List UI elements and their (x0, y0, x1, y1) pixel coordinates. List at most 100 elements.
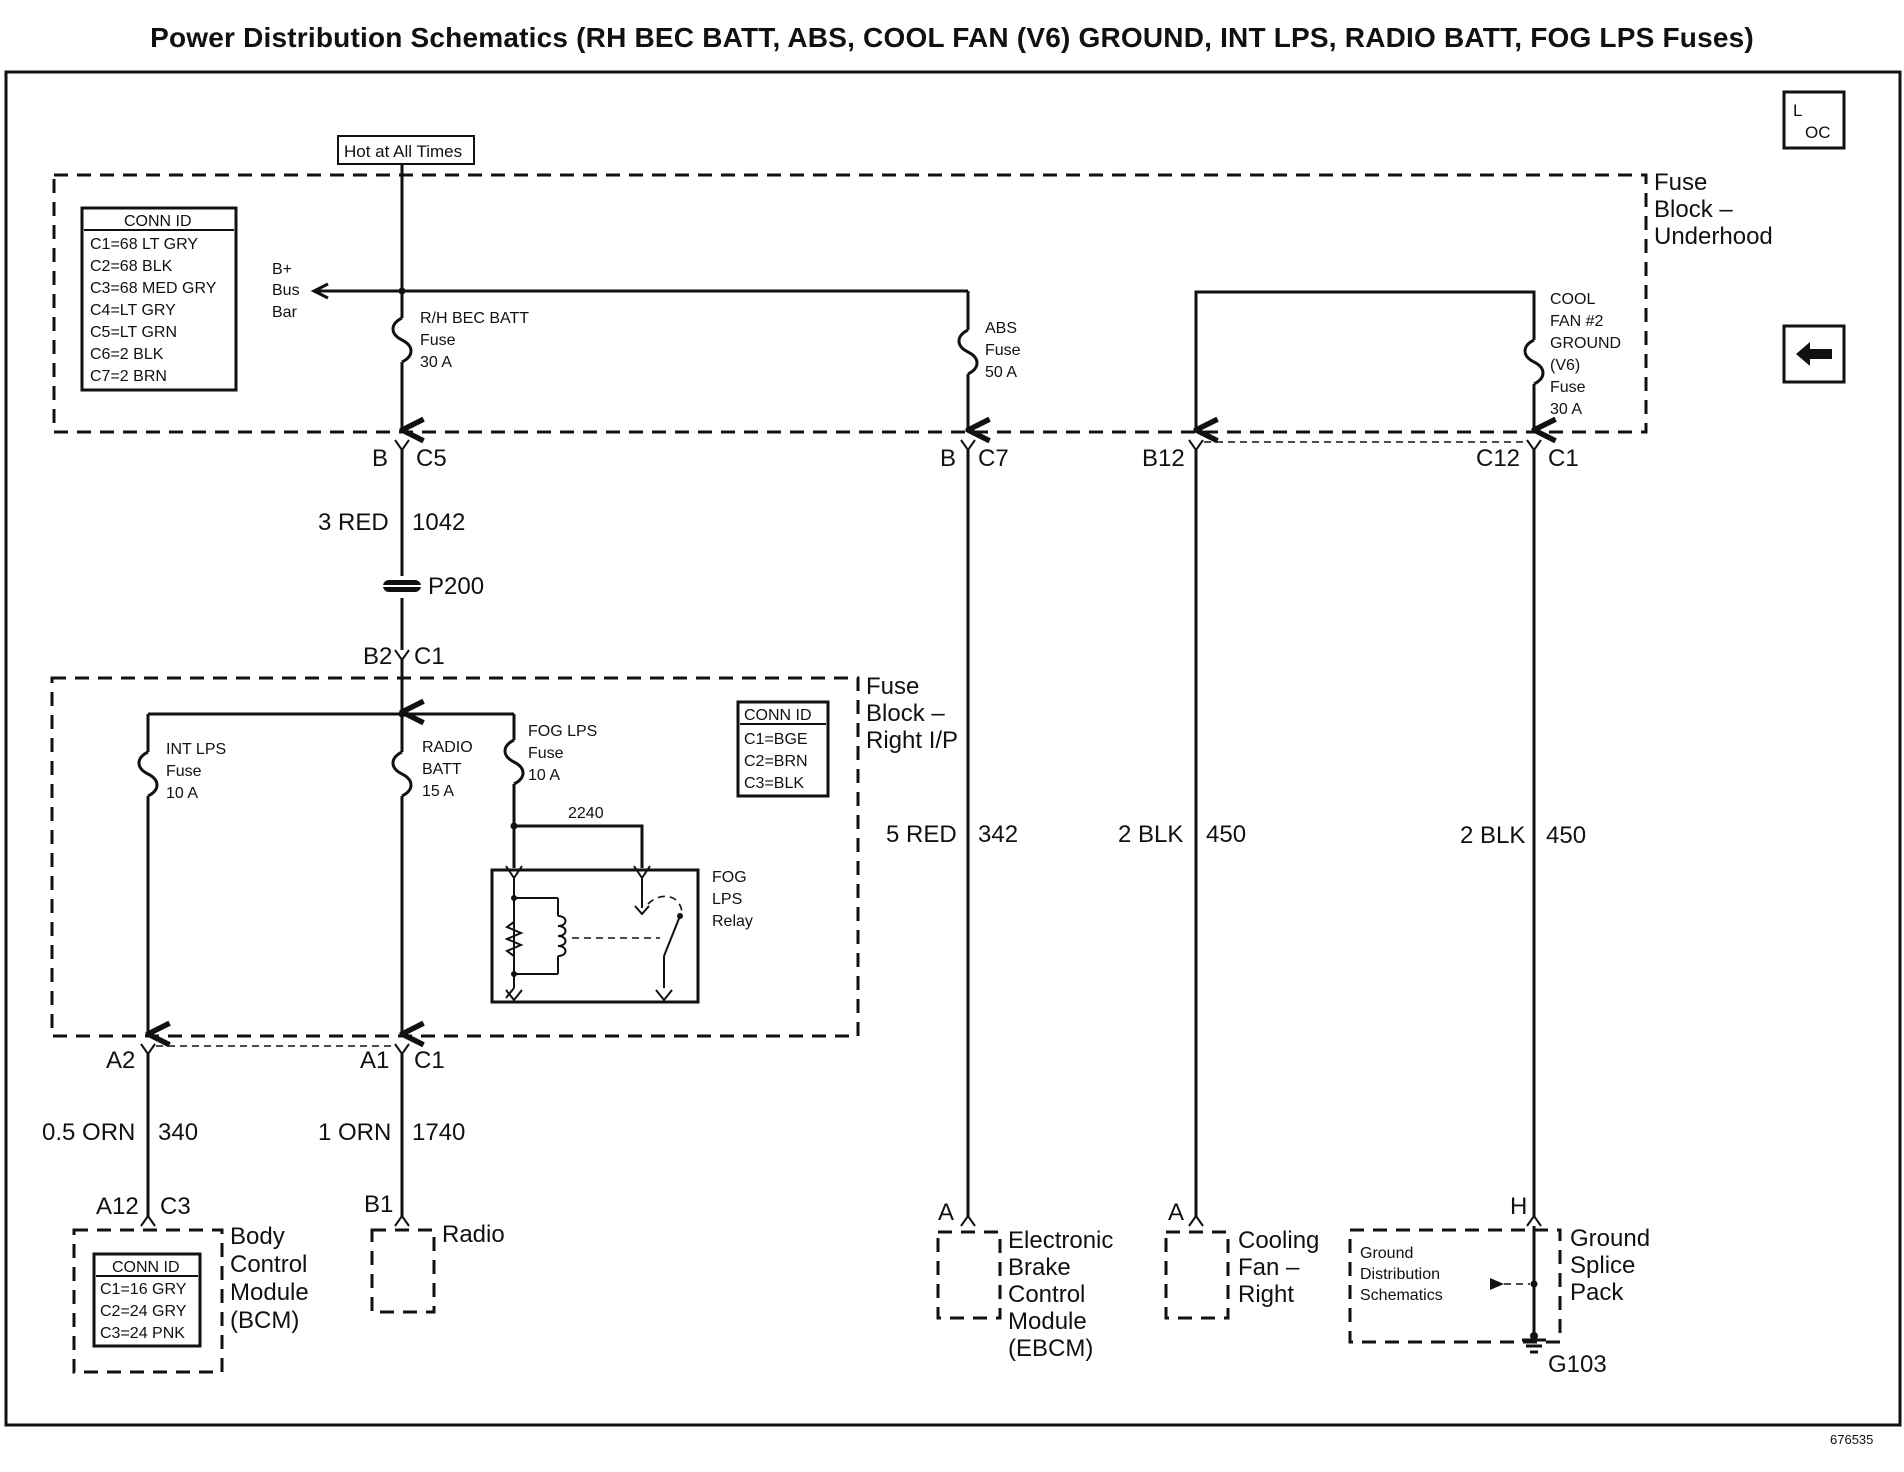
svg-text:C5: C5 (416, 445, 447, 472)
bus-bar-label-2: Bus (272, 282, 300, 299)
svg-text:C3: C3 (160, 1193, 191, 1220)
conn-id-row: C5=LT GRN (90, 324, 177, 341)
conn-id-row: C7=2 BRN (90, 368, 167, 385)
svg-text:Block –: Block – (866, 700, 945, 727)
svg-text:1 ORN: 1 ORN (318, 1119, 391, 1146)
connector-a1-c1: A1 C1 (360, 1043, 445, 1074)
svg-text:10 A: 10 A (528, 767, 560, 784)
rip-conn-id-table: CONN ID C1=BGE C2=BRN C3=BLK (736, 700, 830, 798)
svg-text:C2=BRN: C2=BRN (744, 753, 808, 770)
svg-text:FOG: FOG (712, 869, 747, 886)
svg-text:Module: Module (1008, 1308, 1087, 1335)
svg-text:A1: A1 (360, 1047, 389, 1074)
svg-text:C1: C1 (414, 1047, 445, 1074)
underhood-fuse-block (52, 173, 1648, 434)
svg-text:30 A: 30 A (420, 354, 452, 371)
svg-text:Right: Right (1238, 1281, 1294, 1308)
rip-fuse-block (50, 676, 860, 1038)
svg-text:50 A: 50 A (985, 364, 1017, 381)
ebcm-component: A Electronic Brake Control Module (EBCM) (936, 1199, 1113, 1362)
svg-text:Ground: Ground (1570, 1225, 1650, 1252)
svg-text:Fan –: Fan – (1238, 1254, 1300, 1281)
bus-bar-label-3: Bar (272, 304, 298, 321)
svg-text:Schematics: Schematics (1360, 1287, 1443, 1304)
svg-text:C7: C7 (978, 445, 1009, 472)
svg-text:Cooling: Cooling (1238, 1227, 1319, 1254)
svg-text:P200: P200 (428, 573, 484, 600)
svg-text:A: A (938, 1199, 954, 1226)
svg-text:B2: B2 (363, 643, 392, 670)
relay-jumper-label: 2240 (568, 805, 604, 822)
conn-id-row: C2=68 BLK (90, 258, 173, 275)
svg-text:Radio: Radio (442, 1221, 505, 1248)
location-icon[interactable]: L OC (1782, 90, 1846, 150)
svg-text:FAN #2: FAN #2 (1550, 313, 1603, 330)
fuse-cool-fan (1523, 338, 1545, 386)
connector-c12-c1: C12 C1 (1476, 439, 1579, 472)
underhood-conn-id-table: CONN ID C1=68 LT GRY C2=68 BLK C3=68 MED… (80, 206, 238, 392)
svg-text:Electronic: Electronic (1008, 1227, 1113, 1254)
connector-a2: A2 (106, 1043, 156, 1074)
bcm-component: A12 C3 CONN ID C1=16 GRY C2=24 GRY C3=24… (72, 1193, 309, 1374)
svg-text:(EBCM): (EBCM) (1008, 1335, 1093, 1362)
svg-text:C1=BGE: C1=BGE (744, 731, 808, 748)
svg-text:G103: G103 (1548, 1351, 1607, 1378)
svg-text:C12: C12 (1476, 445, 1520, 472)
svg-text:Fuse: Fuse (166, 763, 202, 780)
svg-text:C2=24 GRY: C2=24 GRY (100, 1303, 187, 1320)
back-arrow-icon[interactable] (1782, 324, 1846, 384)
svg-text:C3=BLK: C3=BLK (744, 775, 804, 792)
conn-id-row: C3=68 MED GRY (90, 280, 217, 297)
loc-icon-bottom: OC (1805, 123, 1831, 142)
svg-text:Body: Body (230, 1223, 285, 1250)
wire-1042-circuit: 1042 (412, 509, 465, 536)
splice-p200: P200 (380, 573, 484, 600)
svg-text:450: 450 (1206, 821, 1246, 848)
svg-text:(BCM): (BCM) (230, 1307, 299, 1334)
svg-text:INT LPS: INT LPS (166, 741, 226, 758)
svg-text:B1: B1 (364, 1191, 393, 1218)
svg-text:C1=16 GRY: C1=16 GRY (100, 1281, 187, 1298)
underhood-name-1: Fuse (1654, 169, 1707, 196)
svg-text:RADIO: RADIO (422, 739, 473, 756)
svg-text:Brake: Brake (1008, 1254, 1071, 1281)
conn-id-header: CONN ID (124, 213, 192, 230)
svg-text:B: B (940, 445, 956, 472)
fuse-rh-bec (391, 316, 413, 364)
svg-text:(V6): (V6) (1550, 357, 1580, 374)
svg-text:Pack: Pack (1570, 1279, 1624, 1306)
radio-component: B1 Radio (364, 1191, 505, 1314)
wire-1042-color: 3 RED (318, 509, 389, 536)
svg-text:340: 340 (158, 1119, 198, 1146)
conn-id-row: C6=2 BLK (90, 346, 164, 363)
svg-text:A2: A2 (106, 1047, 135, 1074)
svg-text:FOG LPS: FOG LPS (528, 723, 597, 740)
svg-text:Module: Module (230, 1279, 309, 1306)
bus-bar-label-1: B+ (272, 261, 292, 278)
svg-text:2 BLK: 2 BLK (1460, 822, 1525, 849)
underhood-name-3: Underhood (1654, 223, 1773, 250)
fuse-fog-lps (503, 738, 525, 786)
conn-id-row: C1=68 LT GRY (90, 236, 198, 253)
svg-text:Fuse: Fuse (866, 673, 919, 700)
svg-text:Splice: Splice (1570, 1252, 1635, 1279)
svg-text:BATT: BATT (422, 761, 462, 778)
svg-text:ABS: ABS (985, 320, 1017, 337)
svg-text:Right I/P: Right I/P (866, 727, 958, 754)
svg-text:R/H BEC BATT: R/H BEC BATT (420, 310, 529, 327)
svg-text:COOL: COOL (1550, 291, 1595, 308)
connector-c5: B C5 (372, 439, 447, 472)
svg-text:30 A: 30 A (1550, 401, 1582, 418)
svg-text:2 BLK: 2 BLK (1118, 821, 1183, 848)
ground-ref-link[interactable]: Ground (1360, 1245, 1413, 1262)
svg-text:5 RED: 5 RED (886, 821, 957, 848)
svg-text:Relay: Relay (712, 913, 753, 930)
svg-text:A: A (1168, 1199, 1184, 1226)
hot-label: Hot at All Times (344, 142, 462, 161)
svg-text:LPS: LPS (712, 891, 742, 908)
svg-text:Distribution: Distribution (1360, 1266, 1440, 1283)
svg-text:C1: C1 (414, 643, 445, 670)
connector-b12: B12 (1142, 439, 1204, 472)
cooling-fan-component: A Cooling Fan – Right (1164, 1199, 1319, 1320)
